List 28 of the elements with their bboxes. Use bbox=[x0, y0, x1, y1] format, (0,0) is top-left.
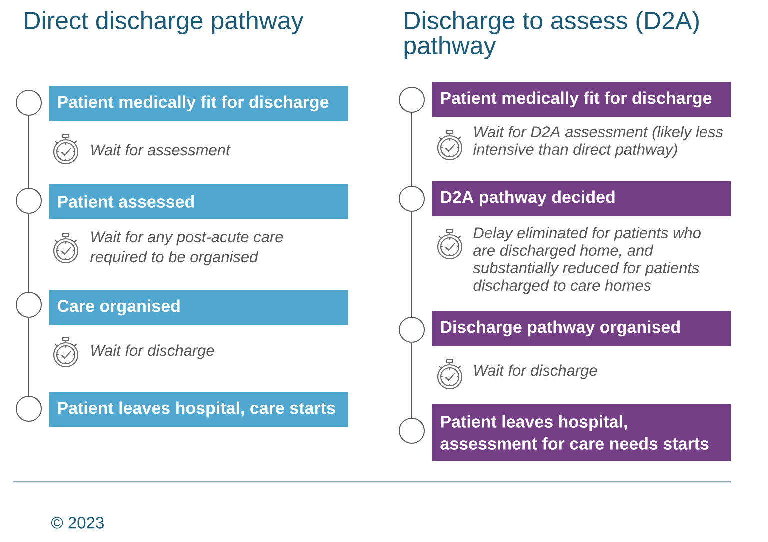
wait-note: Wait for discharge bbox=[92, 344, 214, 360]
step-box: Patient medically fit for discharge bbox=[432, 82, 732, 118]
wait-note: Wait for assessment bbox=[92, 144, 231, 156]
timeline-line bbox=[28, 116, 30, 188]
timeline-circle bbox=[16, 396, 42, 422]
wait-note: Delay eliminated for patients who are discharged home, and substantially reduced for patients discharged to care homes bbox=[473, 227, 701, 294]
timeline-line bbox=[28, 214, 30, 292]
timeline-circle bbox=[399, 317, 425, 343]
step-box: D2A pathway decided bbox=[432, 181, 732, 216]
step-box: Discharge pathway organised bbox=[432, 311, 732, 346]
step-box: Patient assessed bbox=[49, 184, 348, 220]
timeline-line bbox=[28, 318, 30, 396]
step-box: Care organised bbox=[49, 290, 348, 326]
timeline-circle bbox=[399, 87, 425, 113]
copyright-text: © 2023 bbox=[51, 517, 104, 529]
column-heading: Direct discharge pathway bbox=[25, 11, 304, 34]
column-heading: Discharge to assess (D2A) pathway bbox=[404, 11, 699, 60]
wait-note: Wait for any post-acute care required to be organised bbox=[90, 231, 284, 266]
timeline-circle bbox=[399, 418, 425, 444]
step-box: Patient leaves hospital, care starts bbox=[49, 392, 348, 428]
timeline-circle bbox=[16, 90, 42, 116]
timeline-circle bbox=[16, 188, 42, 214]
wait-note: Wait for D2A assessment (likely less intensive than direct pathway) bbox=[473, 126, 724, 158]
step-box: Patient medically fit for discharge bbox=[49, 86, 348, 122]
wait-note: Wait for discharge bbox=[474, 364, 598, 380]
timeline-circle bbox=[16, 292, 42, 318]
step-box: Patient leaves hospital, assessment for care needs starts bbox=[432, 404, 732, 462]
timeline-circle bbox=[399, 186, 425, 212]
